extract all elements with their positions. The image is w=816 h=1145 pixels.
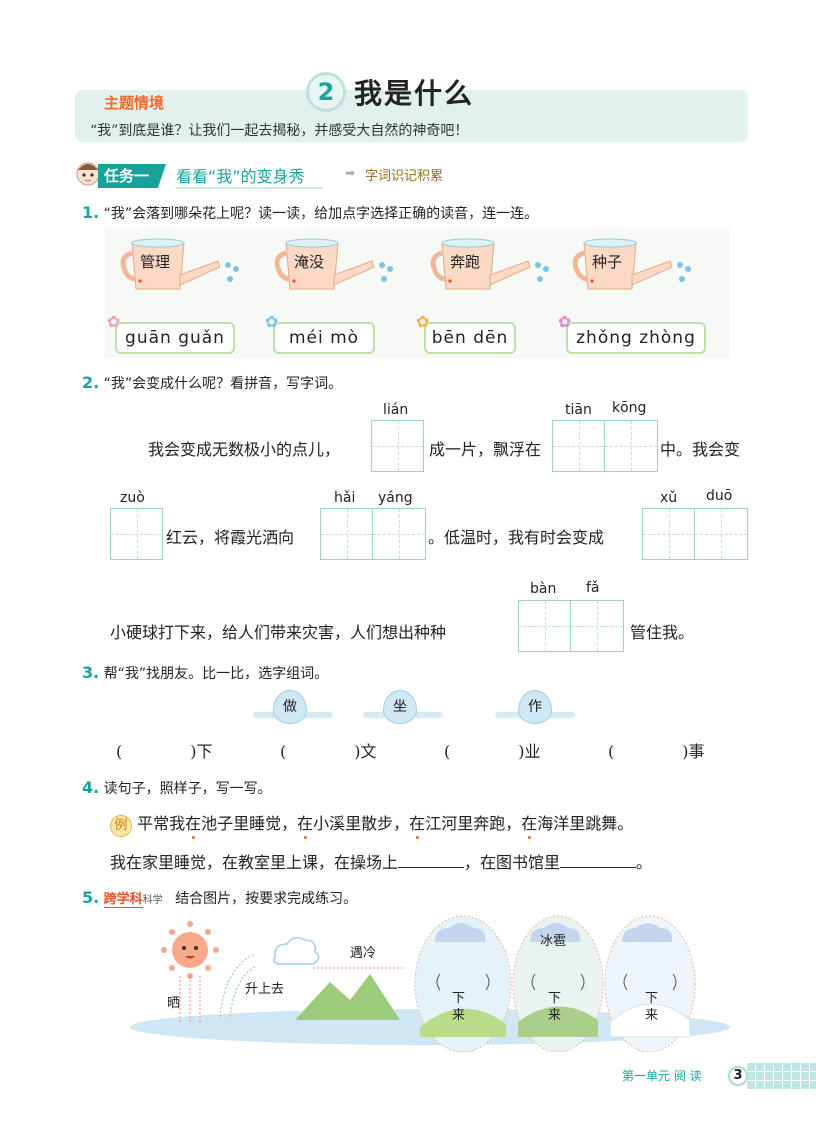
- question-number: 1.: [82, 203, 100, 222]
- label-hail: 冰雹: [540, 934, 567, 949]
- theme-text: “我”到底是谁？让我们一起去揭秘，并感受大自然的神奇吧！: [90, 123, 469, 139]
- q2-text: 红云，将霞光洒向: [166, 528, 295, 547]
- word-label: 淹没: [294, 253, 325, 271]
- label-rise: 升上去: [245, 982, 285, 997]
- pinyin: hǎi: [334, 490, 356, 506]
- page-number: 3: [728, 1066, 748, 1086]
- question-1: 1. “我”会落到哪朵花上呢？读一读，给加点字选择正确的读音，连一连。: [82, 203, 538, 223]
- flower-icon: ✿: [558, 312, 572, 331]
- fill-blank[interactable]: ()事: [608, 742, 705, 761]
- subject-tag: 科学: [142, 895, 163, 906]
- question-number: 2.: [82, 373, 100, 392]
- theme-banner: [75, 90, 748, 142]
- sun-icon: [161, 921, 219, 979]
- pinyin: duō: [706, 488, 733, 504]
- q2-text: 管住我。: [630, 623, 695, 642]
- watering-can: 淹没: [272, 235, 397, 295]
- question-number: 3.: [82, 663, 100, 682]
- question-number: 4.: [82, 778, 100, 797]
- cloud-icon: [272, 937, 320, 965]
- question-number: 5.: [82, 888, 100, 907]
- task-subtitle: 字词识记积累: [365, 169, 444, 184]
- label-down: 下来: [548, 991, 562, 1023]
- question-2: 2. “我”会变成什么呢？看拼音，写字词。: [82, 373, 342, 393]
- writing-grid[interactable]: [320, 508, 426, 560]
- q2-text: 小硬球打下来，给人们带来灾害，人们想出种种: [110, 623, 447, 642]
- writing-grid[interactable]: [518, 600, 624, 652]
- theme-label: 主题情境: [104, 94, 165, 112]
- task-sentence: 我在家里睡觉，在教室里上课，在操场上，在图书馆里。: [110, 852, 653, 872]
- label-shai: 晒: [167, 996, 181, 1011]
- writing-grid[interactable]: [110, 508, 163, 560]
- footer-unit: 第一单元 阅 读: [622, 1069, 702, 1083]
- snow-oval: [604, 915, 696, 1052]
- water-drop-choice: 坐: [383, 690, 417, 724]
- watering-can: 管理: [118, 235, 243, 295]
- question-3: 3. 帮“我”找朋友。比一比，选字组词。: [82, 663, 328, 683]
- pinyin: kōng: [612, 400, 647, 416]
- question-text: 结合图片，按要求完成练习。: [175, 891, 358, 907]
- pinyin: fǎ: [586, 580, 600, 596]
- q2-text: 。低温时，我有时会变成: [428, 528, 605, 547]
- cross-subject-tag: 跨学科: [103, 892, 143, 908]
- label-down: 下来: [452, 991, 466, 1023]
- word-label: 管理: [140, 253, 171, 271]
- word-label: 种子: [592, 253, 623, 271]
- flower-icon: ✿: [416, 312, 430, 331]
- label-cold: 遇冷: [350, 946, 377, 961]
- pinyin: bàn: [530, 581, 557, 597]
- child-avatar-icon: [76, 162, 100, 186]
- pinyin-option[interactable]: méi mò: [273, 322, 375, 354]
- fill-blank[interactable]: ()业: [444, 742, 541, 761]
- pinyin: zuò: [120, 490, 145, 506]
- water-drop-choice: 作: [518, 690, 552, 724]
- question-4: 4. 读句子，照样子，写一写。: [82, 778, 272, 798]
- example-mark: 例: [110, 815, 132, 837]
- task-badge: 任务一: [98, 164, 166, 188]
- example-sentence: 例 平常我在池子里睡觉，在小溪里散步，在江河里奔跑，在海洋里跳舞。: [110, 810, 633, 837]
- lesson-number: 2: [306, 72, 346, 112]
- page-title: 我是什么: [354, 77, 475, 110]
- pinyin: tiān: [565, 402, 592, 418]
- answer-blank[interactable]: [398, 852, 465, 868]
- flower-icon: ✿: [265, 312, 279, 331]
- pinyin-option[interactable]: guān guǎn: [115, 322, 235, 354]
- rain-oval: [414, 915, 512, 1052]
- q2-text: 成一片，飘浮在: [429, 440, 542, 459]
- watering-can: 种子: [570, 235, 695, 295]
- label-down: 下来: [645, 991, 659, 1023]
- word-label: 奔跑: [450, 253, 481, 271]
- water-drop-choice: 做: [273, 690, 307, 724]
- watering-can-icon: [572, 238, 691, 290]
- pinyin-option[interactable]: bēn dēn: [424, 322, 516, 354]
- answer-blank[interactable]: [560, 852, 637, 868]
- question-text: “我”会变成什么呢？看拼音，写字词。: [103, 376, 343, 392]
- watering-can-icon: [430, 238, 549, 290]
- pinyin: lián: [383, 402, 409, 418]
- hail-oval: [512, 915, 604, 1052]
- pinyin-option[interactable]: zhǒng zhòng: [566, 322, 706, 354]
- task-title: 看看“我”的变身秀: [176, 163, 323, 189]
- watering-can-icon: [120, 238, 239, 290]
- writing-grid[interactable]: [371, 420, 424, 472]
- watering-can: 奔跑: [428, 235, 553, 295]
- fill-blank[interactable]: ()下: [116, 742, 213, 761]
- fill-blank[interactable]: ()文: [280, 742, 377, 761]
- question-text: 帮“我”找朋友。比一比，选字组词。: [103, 666, 329, 682]
- watering-can-icon: [274, 238, 393, 290]
- question-5: 5. 跨学科科学 结合图片，按要求完成练习。: [82, 888, 357, 908]
- flower-icon: ✿: [107, 312, 121, 331]
- pinyin: yáng: [378, 490, 413, 506]
- arrow-right-icon: ➡: [345, 166, 356, 180]
- question-text: 读句子，照样子，写一写。: [103, 781, 272, 797]
- water-cycle-illustration: [130, 915, 730, 1052]
- writing-grid[interactable]: [552, 420, 658, 472]
- pinyin: xǔ: [660, 490, 678, 506]
- question-text: “我”会落到哪朵花上呢？读一读，给加点字选择正确的读音，连一连。: [103, 206, 539, 222]
- q2-text: 中。我会变: [660, 440, 741, 459]
- q2-text: 我会变成无数极小的点儿，: [148, 440, 341, 459]
- writing-grid[interactable]: [642, 508, 748, 560]
- footer-grid-decoration: [746, 1062, 816, 1090]
